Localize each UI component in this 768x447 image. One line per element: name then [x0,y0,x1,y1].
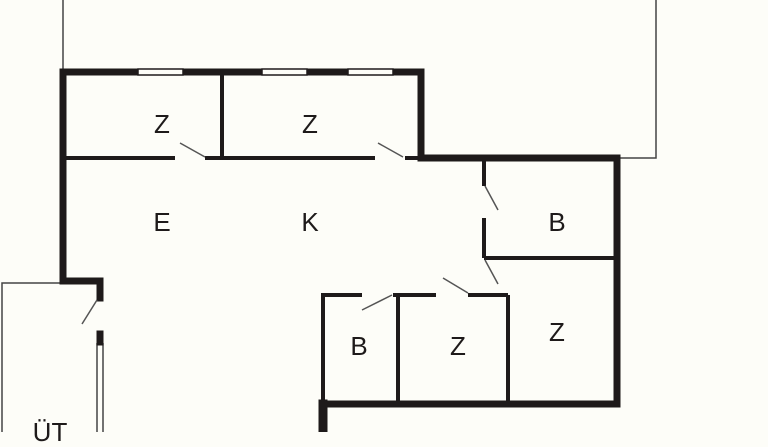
room-label-z: Z [450,331,466,361]
room-label-ut: ÜT [32,417,68,447]
floor-plan [1,0,657,432]
door-swings [81,142,499,325]
inner-walls [66,72,617,404]
walls [59,68,621,432]
room-label-b: B [548,207,566,237]
windows [137,68,394,76]
room-label-k: K [301,207,319,237]
outline-lines [1,0,657,432]
room-label-z: Z [302,109,318,139]
room-label-z: Z [154,109,170,139]
room-label-e: E [153,207,171,237]
room-label-b: B [350,331,368,361]
room-label-z: Z [549,317,565,347]
